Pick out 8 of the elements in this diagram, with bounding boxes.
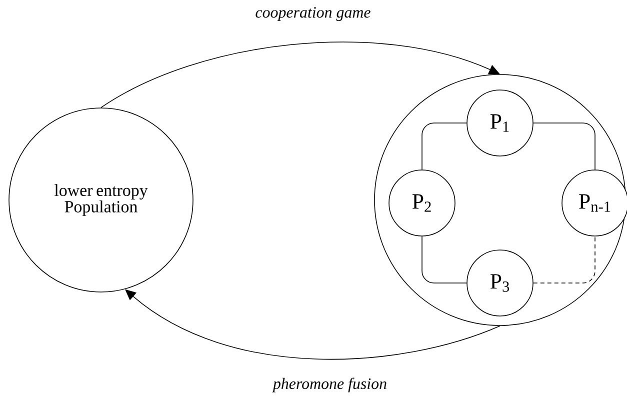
connector-line [533,236,596,284]
connector-line [533,122,596,170]
node-label: P$_{n-1}$ [579,194,610,212]
arrow [100,42,500,108]
connector-line [422,122,467,170]
connector-line [422,236,467,284]
edge-label: pheromone fusion [272,376,388,394]
edge-label: cooperation game [254,6,372,22]
